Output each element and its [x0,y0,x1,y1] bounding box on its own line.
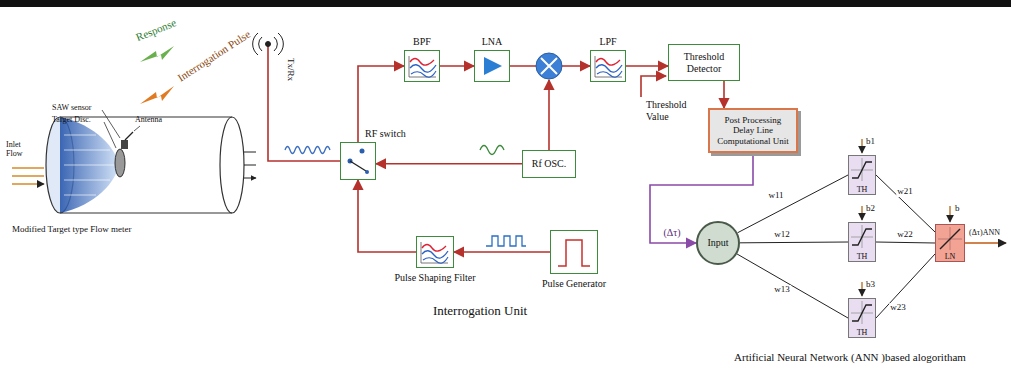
switch-box: RF switch [340,142,376,180]
node-heading: Pulse Generator [542,278,606,290]
node-heading: LPF [599,36,616,48]
activation-symbol [848,155,876,195]
tx-rx-antenna [253,33,340,161]
connector [737,254,848,318]
signal-label: Response [134,16,178,44]
connector [737,175,848,233]
connector [626,65,668,67]
oscillator-box: Rf OSC. [522,150,576,178]
node-text: Input [707,237,728,249]
output-neuron-box: LN [935,224,965,262]
edge-label: (Δτ) [662,227,681,238]
weight-label: w21 [896,187,914,197]
node-text: TH [857,328,868,337]
process-box: Post Processing Delay Line Computational… [708,108,798,153]
node-text: TH [857,252,868,261]
caption-label: Modified Target type Flow meter [12,224,132,234]
threshold-input-line [641,76,666,97]
signal-label: Interrogation Pulse [175,28,252,84]
flow-label: Inlet Flow [6,140,36,158]
filter-box: BPF [404,50,440,82]
bias-label: b1 [866,136,875,146]
node-text: Threshold Detector [673,51,735,74]
weight-label: w23 [889,303,907,313]
node-text: Rf OSC. [526,158,572,170]
generator-box: Pulse Generator [550,230,598,274]
node-heading: LNA [482,36,503,48]
node-heading: BPF [413,36,431,48]
neuron-box: TH [848,155,876,195]
weight-label: w22 [896,230,914,240]
flow-meter-pipe [12,117,256,213]
bias-label: b2 [866,203,875,213]
input-circle: Input [696,221,740,265]
connector [440,65,474,67]
section-title: Interrogation Unit [433,304,527,319]
node-text: LN [945,252,956,261]
weight-label: w11 [767,191,784,201]
square-wave [486,236,526,246]
connector [510,65,590,67]
weight-label: w13 [773,285,791,295]
leader-lines [102,110,140,148]
filter-symbol [590,50,626,82]
signal-label: Threshold Value [646,99,698,122]
section-title: Artificial Neural Network (ANN )based al… [734,351,966,364]
filter-symbol [404,50,440,82]
filter-symbol [416,236,452,268]
part-label: SAW sensor [52,103,91,112]
bias-label: b [955,203,960,213]
part-label: Target Disc. [52,115,91,124]
output-label: (Δτ)ANN [969,228,1000,237]
part-label: Antenna [135,115,162,124]
connector [876,175,935,232]
activation-symbol [848,222,876,262]
amplifier-symbol [474,50,510,82]
wireless-bolts [140,46,174,104]
connector [723,81,725,108]
filter-box: Pulse Shaping Filter [416,236,454,268]
top-border-bar [0,0,1011,7]
bias-label: b3 [866,279,875,289]
filter-box: LPF [590,50,626,82]
activation-symbol [848,298,876,338]
linear-symbol [935,224,965,262]
node-heading: Pulse Shaping Filter [394,272,475,284]
connector [876,254,935,318]
pulse-burst [285,147,330,154]
mixer-symbol [536,53,562,150]
sine-wave [480,146,504,155]
connector [358,180,416,252]
connector [876,242,935,243]
switch-symbol [340,142,376,180]
pulse-generator-symbol [550,230,598,274]
node-heading: RF switch [365,128,406,140]
connector [740,242,848,244]
connector [454,251,550,253]
node-text: TH [857,185,868,194]
connector [376,163,522,165]
output-arrow [965,242,1006,244]
node-text: Post Processing Delay Line Computational… [713,115,793,146]
neuron-box: TH [848,298,876,338]
antenna-label: Tx/Rx [286,58,296,81]
amplifier-box: LNA [474,50,510,82]
neuron-box: TH [848,222,876,262]
process-box: Threshold Detector [668,44,740,81]
weight-label: w12 [773,230,791,240]
